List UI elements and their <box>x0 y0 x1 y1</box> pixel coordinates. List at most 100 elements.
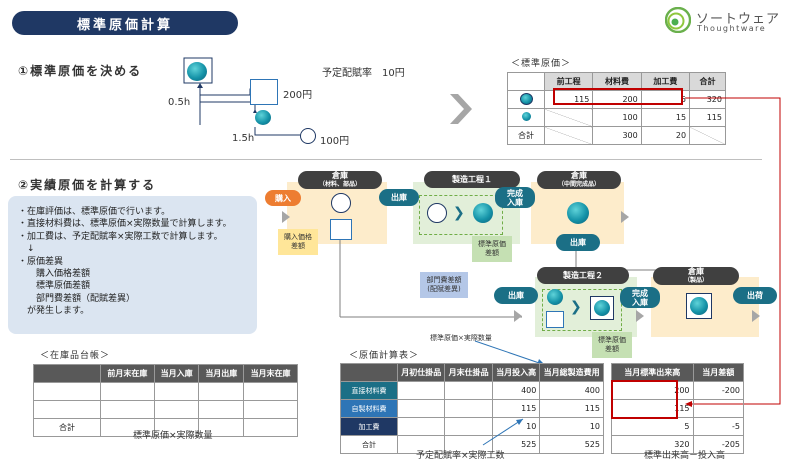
inventory-caption: ＜在庫品台帳＞ <box>40 351 111 361</box>
part-icon <box>255 110 271 125</box>
table-header: 当月末在庫 <box>243 364 298 383</box>
chevron-right-icon <box>752 310 760 322</box>
cost-table-annotation: 標準原価×実際数量 <box>430 334 492 342</box>
chevron-right-icon <box>282 211 290 223</box>
table-cell: 5 <box>611 417 694 436</box>
table-header: 月初仕掛品 <box>396 363 446 382</box>
table-cell: -205 <box>692 435 745 454</box>
annotation-pointer <box>482 418 524 446</box>
table-header <box>340 363 398 382</box>
note-line: ・加工費は、予定配賦率×実際工数で計算します。 <box>18 231 223 242</box>
row-label: 加工費 <box>340 417 398 436</box>
warehouse-title: 倉庫 <box>332 171 348 180</box>
purchase-label: 購入 <box>265 190 301 206</box>
cost-table-footer: 予定配賦率×実際工数 <box>416 451 505 461</box>
table-row: 合計 300 20 <box>507 126 726 145</box>
time-b: 1.5h <box>232 133 255 144</box>
table-cell <box>692 399 745 418</box>
table-cell <box>396 399 446 418</box>
table-header: 当月投入高 <box>491 363 541 382</box>
intermediate-icon <box>547 289 563 305</box>
table-row: 自製材料費 115 115 <box>340 399 604 418</box>
product-icon <box>690 297 708 315</box>
warehouse-subtitle: （中間完成品） <box>557 181 600 188</box>
highlight-box <box>611 380 678 419</box>
product-icon <box>519 92 533 105</box>
corner-cell <box>507 72 545 91</box>
note-line: ↓ <box>18 244 35 255</box>
row-label: 直接材料費 <box>340 381 398 400</box>
input-material-icon <box>427 203 447 223</box>
table-cell: 525 <box>539 435 604 454</box>
notes-box: ・在庫評価は、標準原価で行います。 ・直接材料費は、標準原価×実際数量で計算しま… <box>8 196 257 334</box>
table-header: 当月入庫 <box>153 364 200 383</box>
intermediate-icon <box>567 202 589 224</box>
table-cell <box>689 126 726 145</box>
warehouse-title: 倉庫 <box>571 171 587 180</box>
chevron-right-icon <box>636 310 644 322</box>
standard-cost-table: 前工程 材料費 加工費 合計 115 200 5 320 100 15 115 … <box>507 72 726 145</box>
process-label-2: 製造工程２ <box>537 267 629 284</box>
std-variance-note-1: 標準原価 差額 <box>472 236 512 262</box>
warehouse-title: 倉庫 <box>688 267 704 276</box>
time-a: 0.5h <box>168 97 191 108</box>
price-b: 100円 <box>320 136 350 147</box>
part-box-icon <box>546 311 564 328</box>
raw-material-icon <box>300 128 316 144</box>
table-cell: 10 <box>539 417 604 436</box>
table-row: 320 -205 <box>611 435 745 454</box>
table-row: 100 15 115 <box>507 108 726 127</box>
issue-label-2: 出庫 <box>556 234 600 251</box>
logo-subtext: Thoughtware <box>697 24 767 33</box>
table-header: 月末仕掛品 <box>444 363 493 382</box>
note-line: ・原価差異 <box>18 256 64 267</box>
table-cell <box>543 108 594 127</box>
std-variance-note-2: 標準原価 差額 <box>592 332 632 358</box>
note-line: 部門費差額（配賦差異） <box>18 293 136 304</box>
cost-table-caption: ＜原価計算表＞ <box>349 351 420 361</box>
table-cell <box>444 435 493 454</box>
inventory-footer: 標準原価×実際数量 <box>133 431 213 441</box>
part-box-icon <box>330 219 352 240</box>
logo-text: ソートウェア <box>696 12 781 27</box>
table-header: 合計 <box>689 72 726 91</box>
table-row: 200 -200 <box>611 381 745 400</box>
note-line: が発生します。 <box>18 306 90 317</box>
part-icon <box>473 203 493 223</box>
table-cell <box>543 126 594 145</box>
table-cell: 400 <box>539 381 604 400</box>
dept-variance-note: 部門費差額 (配賦差異) <box>420 272 468 298</box>
issue-label-1: 出庫 <box>379 189 419 206</box>
shipping-label: 出荷 <box>733 287 777 304</box>
std-table-caption: ＜標準原価＞ <box>511 59 572 69</box>
table-cell: -200 <box>692 381 745 400</box>
note-line: ・在庫評価は、標準原価で行います。 <box>18 207 171 217</box>
table-row: 5 -5 <box>611 417 745 436</box>
table-header: 当月総製造費用 <box>539 363 604 382</box>
table-cell <box>444 381 493 400</box>
note-line: 購入価格差額 <box>18 269 91 280</box>
warehouse-label-2: 倉庫 （中間完成品） <box>537 171 621 189</box>
warehouse-subtitle: （製品） <box>683 277 708 284</box>
table-row: 合計 525 525 <box>340 435 604 454</box>
purchase-variance-note: 購入価格 差額 <box>278 229 318 255</box>
note-line: ・直接材料費は、標準原価×実際数量で計算します。 <box>18 219 232 230</box>
product-icon <box>187 62 207 81</box>
table-header: 加工費 <box>640 72 691 91</box>
part-icon <box>521 112 531 121</box>
chevron-right-icon <box>514 310 522 322</box>
table-cell: 525 <box>491 435 541 454</box>
row-label: 合計 <box>340 435 398 454</box>
chevron-right-icon: ❯ <box>570 299 582 315</box>
table-header: 前月末在庫 <box>100 364 155 383</box>
table-cell: 合計 <box>507 126 545 145</box>
chevron-right-icon <box>450 94 472 124</box>
table-cell: -5 <box>692 417 745 436</box>
inventory-table: 前月末在庫 当月入庫 当月出庫 当月末在庫 合計 <box>33 364 298 437</box>
material-icon <box>331 193 351 213</box>
table-row <box>33 400 298 419</box>
material-box-icon <box>250 79 278 105</box>
warehouse-label-3: 倉庫 （製品） <box>653 267 739 285</box>
result-table: 当月標準出来高 当月差額 200 -200 115 5 -5 320 -205 <box>611 363 745 454</box>
table-row: 直接材料費 400 400 <box>340 381 604 400</box>
